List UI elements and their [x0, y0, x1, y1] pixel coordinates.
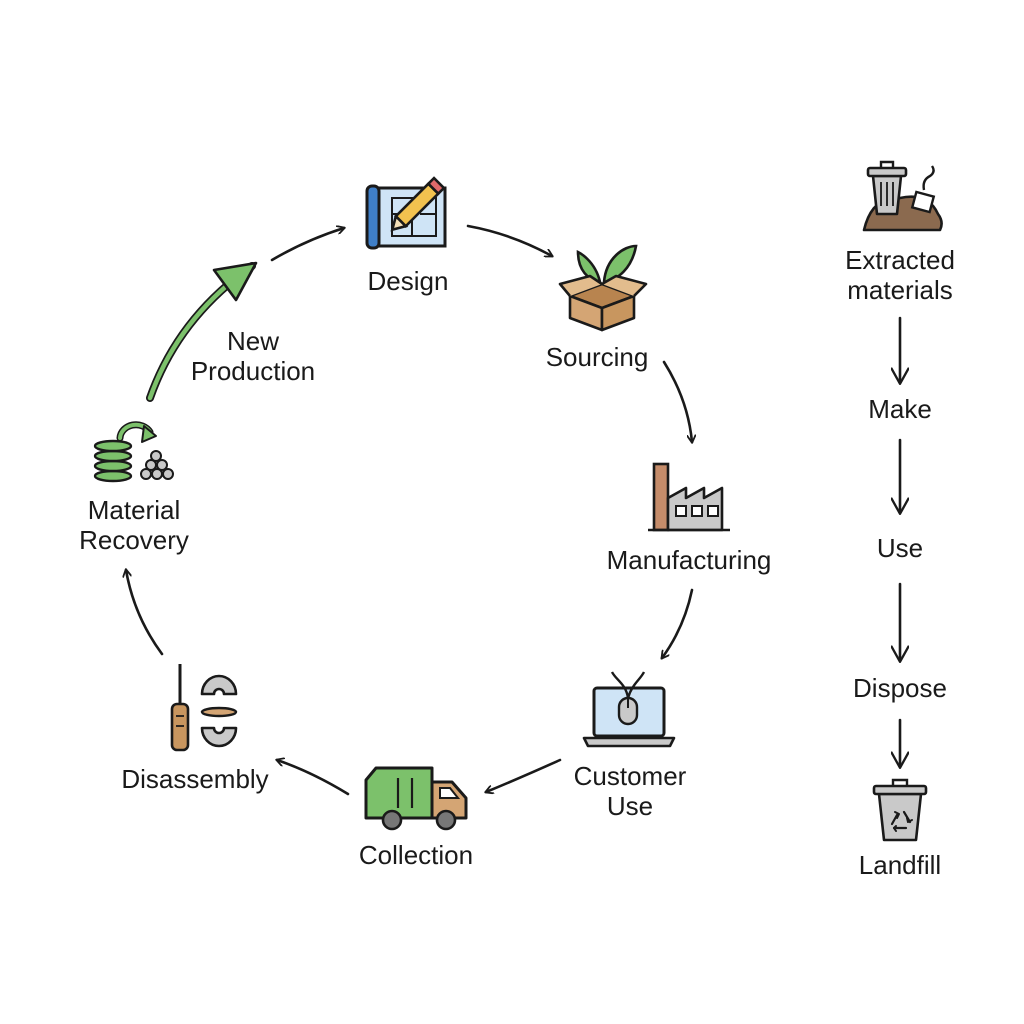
linear-economy-flow: Extracted materials Make Use Dispose Lan… — [845, 160, 955, 880]
box-with-sprout-icon — [558, 244, 648, 332]
circular-economy-cycle: Design Sourcing — [79, 176, 772, 870]
make-label: Make — [868, 394, 932, 424]
use-label: Use — [877, 533, 923, 563]
material-recovery-node: Material Recovery — [79, 421, 189, 555]
arrow-new-production-to-design — [270, 228, 344, 262]
manufacturing-label: Manufacturing — [607, 545, 772, 575]
material-stacks-icon — [93, 421, 174, 483]
disassembly-node: Disassembly — [121, 664, 269, 794]
trash-dirt-pile-icon — [862, 160, 943, 232]
customer-use-label-line2: Use — [607, 791, 653, 821]
green-new-production-arrow — [146, 261, 258, 402]
arrow-sourcing-to-manufacturing — [662, 360, 692, 442]
arrow-manufacturing-to-customer-use — [662, 588, 694, 658]
new-production-node: New Production — [191, 326, 315, 386]
extracted-materials-label-line1: Extracted — [845, 245, 955, 275]
sourcing-node: Sourcing — [546, 244, 649, 372]
blueprint-pencil-icon — [365, 176, 447, 250]
arrow-collection-to-disassembly — [277, 760, 350, 796]
disassembly-label: Disassembly — [121, 764, 268, 794]
collection-label: Collection — [359, 840, 473, 870]
landfill-label: Landfill — [859, 850, 941, 880]
landfill-node: Landfill — [859, 778, 941, 880]
design-node: Design — [365, 176, 449, 296]
dispose-label: Dispose — [853, 673, 947, 703]
sourcing-label: Sourcing — [546, 342, 649, 372]
garbage-truck-icon — [364, 766, 468, 831]
recycle-bin-icon — [872, 778, 928, 842]
factory-icon — [648, 462, 730, 532]
screwdriver-parts-icon — [170, 664, 238, 752]
arrow-design-to-sourcing — [466, 224, 552, 256]
arrow-customer-use-to-collection — [486, 758, 562, 792]
arrow-disassembly-to-material-recovery — [126, 570, 164, 656]
manufacturing-node: Manufacturing — [607, 462, 772, 575]
extracted-materials-label-line2: materials — [847, 275, 952, 305]
extracted-materials-node: Extracted materials — [845, 160, 955, 305]
design-label: Design — [368, 266, 449, 296]
collection-node: Collection — [359, 766, 473, 870]
laptop-mouse-icon — [582, 671, 676, 748]
customer-use-label-line1: Customer — [574, 761, 687, 791]
material-recovery-label-line1: Material — [88, 495, 180, 525]
material-recovery-label-line2: Recovery — [79, 525, 189, 555]
customer-use-node: Customer Use — [574, 671, 687, 821]
new-production-label-line1: New — [227, 326, 279, 356]
new-production-label-line2: Production — [191, 356, 315, 386]
